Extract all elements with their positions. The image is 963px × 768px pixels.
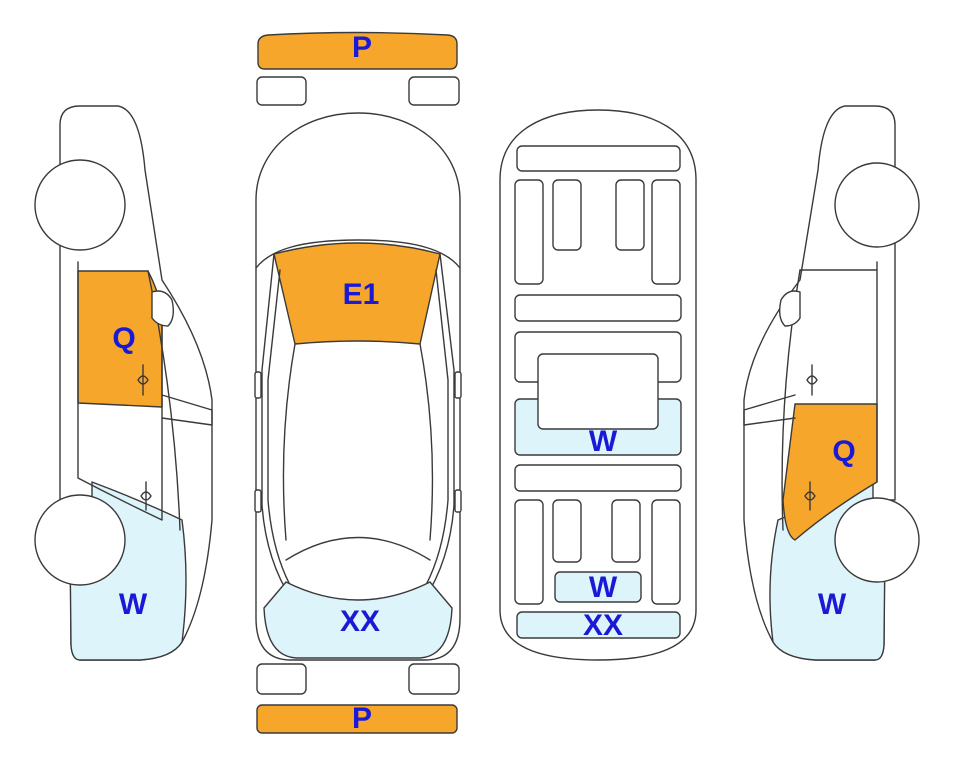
label-right-rear-quarter: W — [818, 588, 847, 621]
label-interior-trunk: XX — [583, 609, 623, 642]
rear-left-light — [256, 663, 307, 695]
left-inner-line — [267, 269, 291, 586]
zone-interior-trunk[interactable] — [516, 611, 681, 639]
zone-rear-window[interactable] — [263, 581, 453, 659]
rear-left-cushion — [552, 499, 582, 563]
right-window-line — [743, 394, 796, 426]
right-rear-handle — [454, 489, 462, 513]
zone-labels: P E1 XX P Q W W W XX Q W — [112, 31, 855, 735]
left-rear-handle-icon — [137, 364, 149, 396]
front-right-light — [408, 76, 460, 106]
label-front-bumper: P — [352, 31, 372, 64]
left-mirror-shape — [151, 290, 175, 327]
zone-rear-bumper[interactable] — [256, 704, 458, 734]
label-left-rear-quarter: W — [119, 588, 148, 621]
right-side-view — [743, 105, 920, 661]
rear-right-seat — [651, 499, 681, 605]
left-side-view — [34, 105, 213, 661]
front-left-seat-cushion — [552, 179, 582, 251]
left-mirror — [254, 371, 262, 399]
dash-panel — [516, 145, 681, 172]
label-interior-middle: W — [589, 425, 618, 458]
label-rear-bumper: P — [352, 702, 372, 735]
label-left-rear-door: Q — [112, 322, 135, 355]
left-front-handle-icon — [140, 481, 152, 511]
left-door-seam — [282, 343, 296, 541]
left-window-line — [161, 394, 213, 426]
front-right-seat — [651, 179, 681, 285]
right-inner-line — [425, 269, 449, 586]
front-left-seat — [514, 179, 544, 285]
right-front-wheel — [834, 162, 920, 248]
right-rear-handle-icon — [804, 481, 816, 511]
label-rear-window: XX — [340, 605, 380, 638]
right-mirror-shape — [778, 290, 801, 327]
label-right-rear-door: Q — [832, 435, 855, 468]
right-door-seam — [419, 343, 434, 541]
roof-rear-line — [285, 536, 431, 561]
zone-front-bumper[interactable] — [257, 31, 458, 70]
right-mirror — [454, 371, 462, 399]
label-windshield: E1 — [343, 278, 380, 311]
rear-right-light — [408, 663, 460, 695]
left-rear-wheel — [34, 494, 126, 586]
interior-view — [499, 109, 697, 661]
left-rear-handle — [254, 489, 262, 513]
zone-interior-rear[interactable] — [554, 571, 642, 603]
left-front-wheel — [34, 159, 126, 251]
rear-left-seat — [514, 499, 544, 605]
left-door-seam-vertical — [77, 261, 163, 521]
right-rear-wheel — [834, 497, 920, 583]
console-box — [537, 353, 659, 430]
front-right-seat-cushion — [615, 179, 645, 251]
middle-bar — [514, 294, 682, 322]
label-interior-rear: W — [589, 571, 618, 604]
front-left-light — [256, 76, 307, 106]
right-front-handle-icon — [806, 364, 818, 396]
rear-bar — [514, 464, 682, 492]
rear-right-cushion — [611, 499, 641, 563]
right-door-seam-vertical — [799, 261, 878, 483]
top-view-car — [254, 31, 462, 734]
zone-right-rear-door[interactable] — [782, 403, 878, 541]
